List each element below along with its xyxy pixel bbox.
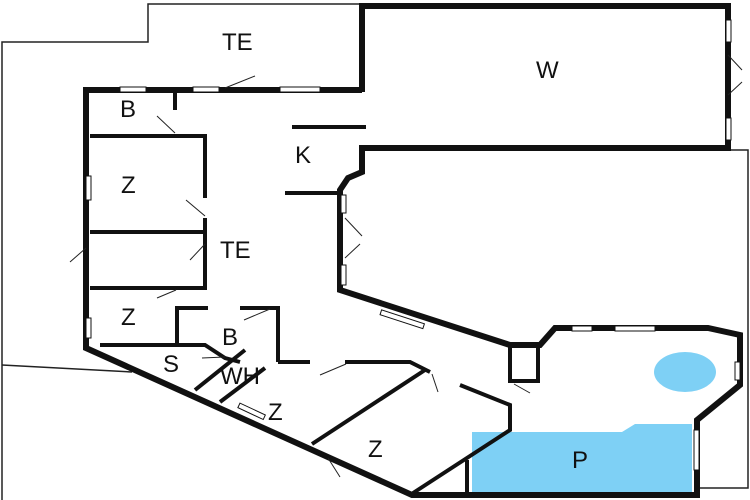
room-label-bedroom-2: Z — [121, 304, 136, 331]
room-label-sauna: S — [163, 351, 179, 378]
windows — [85, 19, 741, 471]
room-label-utility: WH — [220, 363, 260, 390]
hot-tub — [654, 352, 716, 392]
room-label-bath-lower: B — [222, 324, 238, 351]
room-label-bath-top: B — [120, 96, 136, 123]
room-label-bedroom-1: Z — [121, 172, 136, 199]
room-label-bedroom-3: Z — [268, 399, 283, 426]
door-swings — [69, 54, 743, 478]
room-label-pool: P — [572, 447, 588, 474]
pool-area — [472, 352, 716, 494]
terrace-outline — [1, 3, 749, 500]
room-label-bedroom-4: Z — [368, 436, 383, 463]
room-label-hall: TE — [220, 237, 251, 264]
walls — [83, 3, 743, 498]
room-label-living: W — [536, 57, 559, 84]
room-labels: TE W B K Z TE Z B S WH Z Z P — [120, 29, 588, 474]
room-label-terrace-top: TE — [222, 29, 253, 56]
room-label-kitchen: K — [295, 142, 311, 169]
